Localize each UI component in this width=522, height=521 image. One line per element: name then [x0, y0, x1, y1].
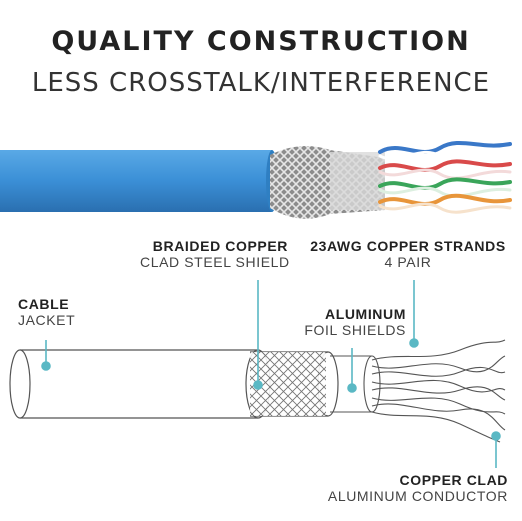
- braided-label-sub: CLAD STEEL SHIELD: [140, 254, 290, 270]
- strands-label-sub: 4 PAIR: [384, 254, 432, 270]
- strands-label-title: 23AWG COPPER STRANDS: [310, 238, 506, 254]
- braided-label: BRAIDED COPPER CLAD STEEL SHIELD: [140, 238, 290, 270]
- conductor-label-sub: ALUMINUM CONDUCTOR: [327, 488, 508, 504]
- conductor-label: COPPER CLAD ALUMINUM CONDUCTOR: [318, 472, 508, 504]
- jacket-photo: [0, 150, 272, 212]
- conductor-label-title: COPPER CLAD: [399, 472, 508, 488]
- page-title: QUALITY CONSTRUCTION: [51, 26, 471, 57]
- foil-label: ALUMINUM FOIL SHIELDS: [296, 306, 406, 338]
- foil-label-title: ALUMINUM: [324, 306, 406, 322]
- cable-jacket-label-title: CABLE: [18, 296, 70, 312]
- cable-jacket-label-sub: JACKET: [18, 312, 76, 328]
- strands-label: 23AWG COPPER STRANDS 4 PAIR: [300, 238, 516, 270]
- braided-label-title: BRAIDED COPPER: [152, 238, 288, 254]
- page-subtitle: LESS CROSSTALK/INTERFERENCE: [31, 68, 491, 98]
- cable-jacket-label: CABLE JACKET: [18, 296, 108, 328]
- foil-label-sub: FOIL SHIELDS: [304, 322, 406, 338]
